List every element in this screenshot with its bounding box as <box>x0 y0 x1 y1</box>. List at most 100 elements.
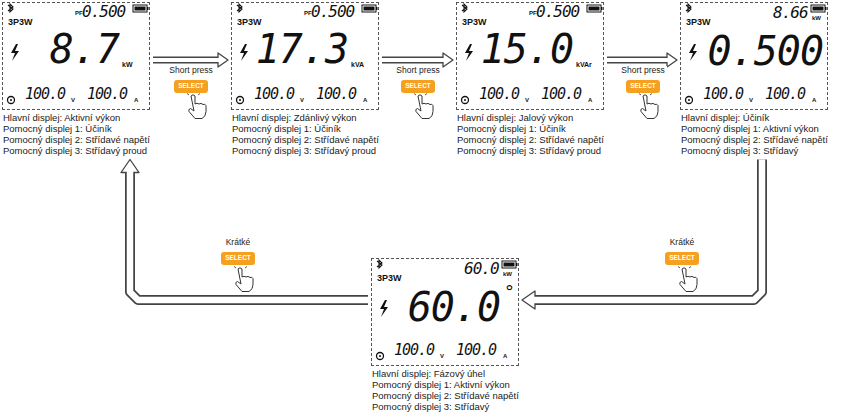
lcd-text: A <box>588 97 592 103</box>
lcd-text: V <box>440 353 444 359</box>
caption-line: Pomocný displej 1: Účiník <box>457 124 566 134</box>
hand-icon <box>234 264 253 292</box>
lcd-text: 0.500 <box>536 4 579 20</box>
caption-line: Pomocný displej 3: Střídavý proud <box>457 146 601 156</box>
lcd-text: kW <box>503 271 512 277</box>
lcd-text: 0.500 <box>708 31 823 71</box>
lcd-screen: 3P3WPF0.50015.0kVAr100.0V100.0AHlavní di… <box>456 2 604 110</box>
lcd-text: 100.0 <box>765 87 805 102</box>
lcd-icons <box>377 260 518 360</box>
caption-line: Pomocný displej 3: Střídavý proud <box>232 146 376 156</box>
edge-label: Short press <box>167 66 214 75</box>
select-button: SELECT <box>221 252 255 265</box>
button-label: SELECT <box>178 83 204 90</box>
hollow-arrow <box>522 160 762 310</box>
button-label: SELECT <box>405 83 431 90</box>
arrow-inner <box>607 58 669 62</box>
caption-line: Pomocný displej 3: Střídavý <box>681 146 798 156</box>
lcd-text: 0.500 <box>82 4 125 20</box>
caption-line: Pomocný displej 3: Střídavý <box>372 402 489 412</box>
arrow-head <box>121 160 139 173</box>
lcd-text: 100.0 <box>254 87 294 102</box>
lcd-icons <box>237 4 378 104</box>
arrow-inner <box>153 58 220 62</box>
lcd-text: 8.7 <box>50 29 119 69</box>
caption-line: Pomocný displej 2: Střídavé napětí <box>681 135 828 145</box>
lcd-text: 17.3 <box>256 29 348 69</box>
hand-icon <box>414 91 433 119</box>
lcd-icons <box>686 4 827 104</box>
caption-line: Pomocný displej 2: Střídavé napětí <box>372 391 519 401</box>
lcd-text: 3P3W <box>8 18 33 27</box>
lcd-text: 3P3W <box>686 18 711 27</box>
lcd-text: kW <box>122 61 133 68</box>
button-label: SELECT <box>630 83 656 90</box>
lcd-icons <box>8 4 149 104</box>
lcd-text: 100.0 <box>394 343 434 358</box>
lcd-text: 100.0 <box>703 87 743 102</box>
hand-icon <box>678 264 697 292</box>
lcd-text: A <box>363 97 367 103</box>
lcd-text: 8.66 <box>773 5 808 21</box>
select-button: SELECT <box>401 80 435 93</box>
select-button: SELECT <box>665 252 699 265</box>
button-label: SELECT <box>225 255 251 262</box>
hand-icon <box>639 91 658 119</box>
caption-line: Pomocný displej 1: Účiník <box>232 124 341 134</box>
lcd-text: ° <box>504 283 514 301</box>
lcd-text: 3P3W <box>462 18 487 27</box>
lcd-screen: 3P3W8.66kW0.500100.0V100.0AHlavní disple… <box>680 2 828 110</box>
lcd-text: 60.0 <box>464 261 499 277</box>
caption-line: Pomocný displej 2: Střídavé napětí <box>232 135 379 145</box>
lcd-text: V <box>300 97 304 103</box>
lcd-text: V <box>71 97 75 103</box>
select-button: SELECT <box>174 80 208 93</box>
lcd-text: 100.0 <box>25 87 65 102</box>
lcd-text: 60.0 <box>408 287 500 327</box>
caption-line: Hlavní displej: Aktivní výkon <box>3 113 120 123</box>
lcd-text: 100.0 <box>87 87 127 102</box>
lcd-text: 100.0 <box>316 87 356 102</box>
hand-icon <box>187 91 206 119</box>
lcd-text: 100.0 <box>456 343 496 358</box>
lcd-text: A <box>503 353 507 359</box>
lcd-text: A <box>812 97 816 103</box>
lcd-text: kVA <box>351 61 364 68</box>
lcd-text: 0.500 <box>311 4 354 20</box>
edge-label: Krátké <box>668 238 697 247</box>
caption-line: Pomocný displej 2: Střídavé napětí <box>457 135 604 145</box>
caption-line: Pomocný displej 2: Střídavé napětí <box>3 135 150 145</box>
lcd-text: PF <box>529 10 537 16</box>
hollow-arrow <box>607 53 677 67</box>
caption-line: Hlavní displej: Účiník <box>681 113 769 123</box>
lcd-text: A <box>134 97 138 103</box>
lcd-screen: 3P3WPF0.5008.7kW100.0V100.0AHlavní displ… <box>2 2 150 110</box>
lcd-text: kW <box>812 15 821 21</box>
lcd-text: kVAr <box>576 61 592 68</box>
button-label: SELECT <box>669 255 695 262</box>
lcd-text: 3P3W <box>237 18 262 27</box>
caption-line: Pomocný displej 1: Účiník <box>3 124 112 134</box>
caption-line: Hlavní displej: Fázový úhel <box>372 369 485 379</box>
edge-label: Krátké <box>224 238 253 247</box>
arrow-inner <box>534 160 763 301</box>
caption-line: Hlavní displej: Zdánlivý výkon <box>232 113 357 123</box>
lcd-screen: 3P3WPF0.50017.3kVA100.0V100.0AHlavní dis… <box>231 2 379 110</box>
arrow-inner <box>382 58 445 62</box>
caption-line: Hlavní displej: Jalový výkon <box>457 113 573 123</box>
arrow-head <box>522 291 535 309</box>
hollow-arrow <box>121 160 368 301</box>
select-button: SELECT <box>626 80 660 93</box>
lcd-text: V <box>525 97 529 103</box>
lcd-screen: 3P3W60.0kW60.0°100.0V100.0AHlavní disple… <box>371 258 519 366</box>
lcd-text: PF <box>304 10 312 16</box>
lcd-text: PF <box>75 10 83 16</box>
arrow-outline <box>130 173 368 301</box>
hollow-arrow <box>382 53 453 67</box>
lcd-text: 100.0 <box>479 87 519 102</box>
caption-line: Pomocný displej 1: Aktivní výkon <box>681 124 819 134</box>
arrow-inner <box>130 171 368 300</box>
lcd-text: 3P3W <box>377 274 402 283</box>
lcd-text: 100.0 <box>541 87 581 102</box>
